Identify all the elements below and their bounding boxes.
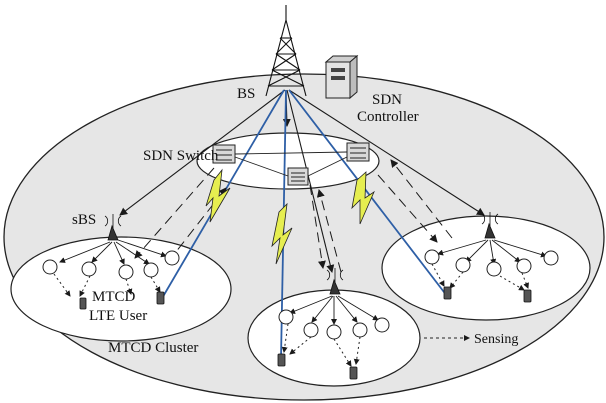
phone-icon [443, 286, 452, 300]
phone-icon [156, 291, 165, 305]
lte-user-phone-icons [79, 286, 532, 380]
mtcd-node [42, 259, 58, 275]
mtcd-node [326, 324, 342, 340]
mtcd-node [424, 249, 440, 265]
sbs-left [104, 214, 122, 241]
sdn-switch-label: SDN Switch [143, 148, 219, 164]
mtcd-node [81, 261, 97, 277]
sbs-to-mtcd-links [59, 239, 547, 325]
sdn-controller-label-line1: SDN [372, 92, 402, 108]
bs-tower-icon [265, 5, 307, 97]
mtcd-node [486, 261, 502, 277]
phone-icon [523, 289, 532, 303]
cluster-right [381, 215, 591, 321]
mtcd-node [374, 317, 390, 333]
bs-label: BS [237, 86, 255, 102]
sdn-controller-server-icon [324, 54, 359, 100]
mtcd-node [543, 250, 559, 266]
wireless-bolts [205, 168, 375, 265]
sbs-icons [104, 212, 499, 295]
switch-links [134, 159, 453, 273]
sdn-controller-label-line2: Controller [357, 109, 419, 125]
phone-icon [79, 297, 87, 310]
mtcd-node [303, 322, 319, 338]
mtcd-node [455, 257, 471, 273]
sensing-legend-label: Sensing [474, 332, 518, 347]
mtcd-node [118, 264, 134, 280]
sensing-links [53, 263, 529, 367]
switch-boxes [212, 142, 370, 186]
mtcd-node [278, 309, 294, 325]
mtcd-label: MTCD [92, 289, 136, 305]
mtcd-nodes [42, 249, 559, 340]
lte-user-label: LTE User [89, 308, 147, 324]
mtcd-node [352, 322, 368, 338]
sbs-middle [326, 268, 344, 295]
sbs-right [481, 212, 499, 239]
bs-links [119, 89, 485, 273]
mtcd-node [516, 258, 532, 274]
switch-box-1 [212, 144, 236, 164]
switch-box-3 [346, 142, 370, 162]
phone-icon [277, 353, 286, 367]
mtcd-node [143, 262, 159, 278]
mtcd-node [164, 250, 180, 266]
sbs-label: sBS [72, 212, 96, 228]
switch-box-2 [287, 167, 309, 186]
phone-icon [349, 366, 358, 380]
mtcd-cluster-label: MTCD Cluster [108, 340, 198, 356]
